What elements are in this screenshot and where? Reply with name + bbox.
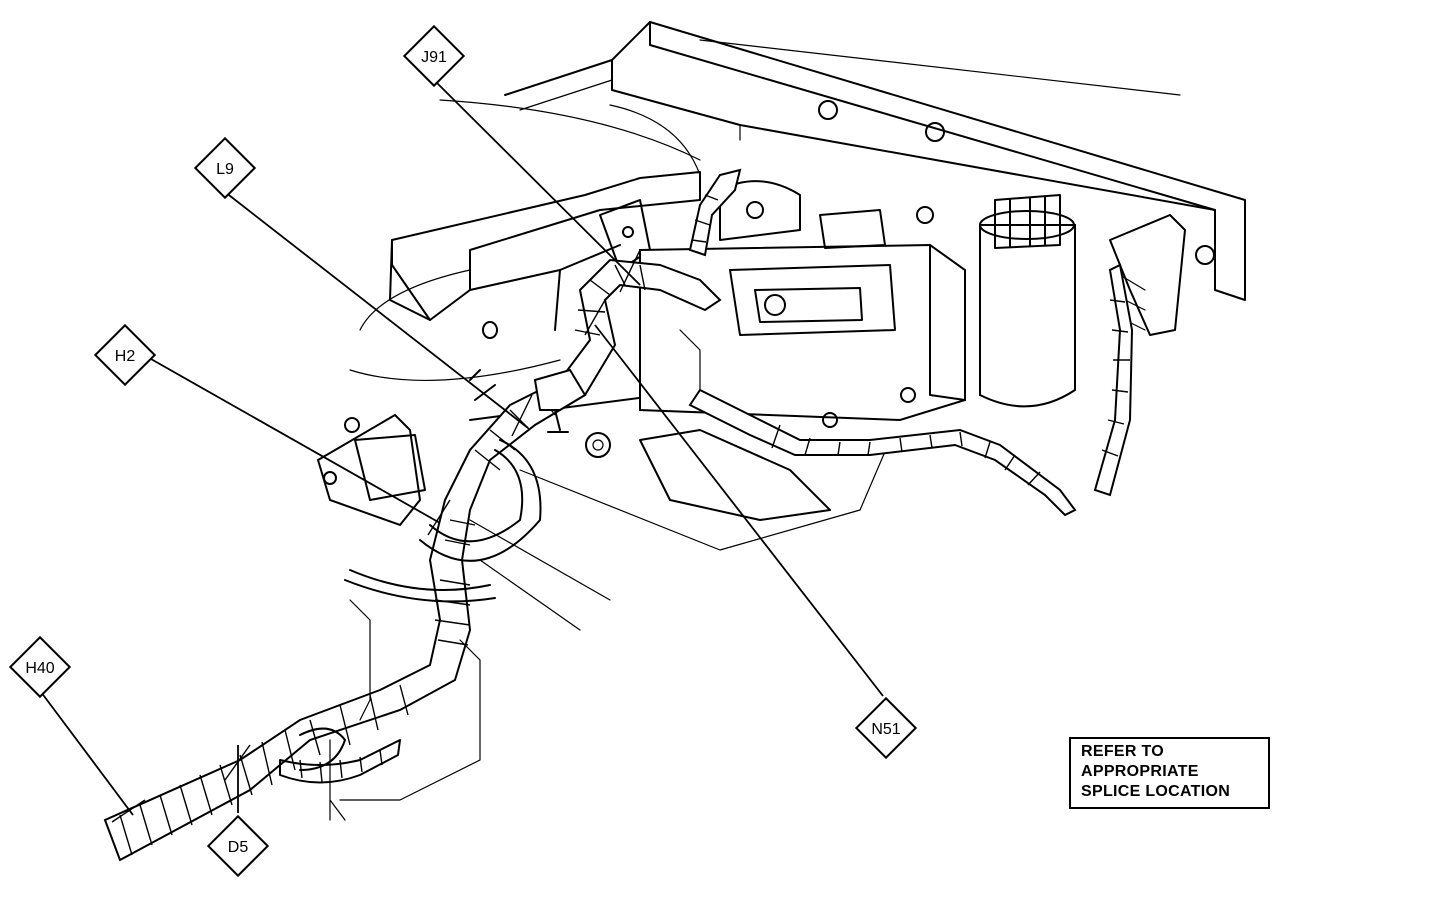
splice-note-box: REFER TO APPROPRIATE SPLICE LOCATION	[1069, 737, 1270, 809]
cowl-panel	[504, 21, 1246, 301]
callout-h40: H40	[8, 635, 72, 699]
callout-l9: L9	[193, 136, 257, 200]
leader-lines	[40, 78, 884, 823]
callout-n51: N51	[854, 696, 918, 760]
control-module	[639, 180, 966, 428]
callout-h40-label: H40	[25, 660, 54, 677]
callout-j91-label: J91	[421, 49, 447, 66]
connector-h2	[316, 413, 426, 527]
fender-rail	[349, 99, 701, 381]
callout-l9-label: L9	[216, 161, 234, 178]
callout-h2-label: H2	[115, 348, 136, 365]
splice-note-line-3: SPLICE LOCATION	[1081, 783, 1231, 800]
callout-j91: J91	[402, 24, 466, 88]
callout-h2: H2	[93, 323, 157, 387]
splice-note-line-1: REFER TO	[1081, 743, 1165, 760]
connector-l9	[469, 368, 587, 433]
splice-note-line-2: APPROPRIATE	[1081, 763, 1199, 780]
callout-d5-label: D5	[228, 839, 249, 856]
callout-n51-label: N51	[871, 721, 900, 738]
callout-d5: D5	[206, 814, 270, 878]
wiring-harness	[103, 168, 1134, 862]
canister	[979, 194, 1215, 408]
